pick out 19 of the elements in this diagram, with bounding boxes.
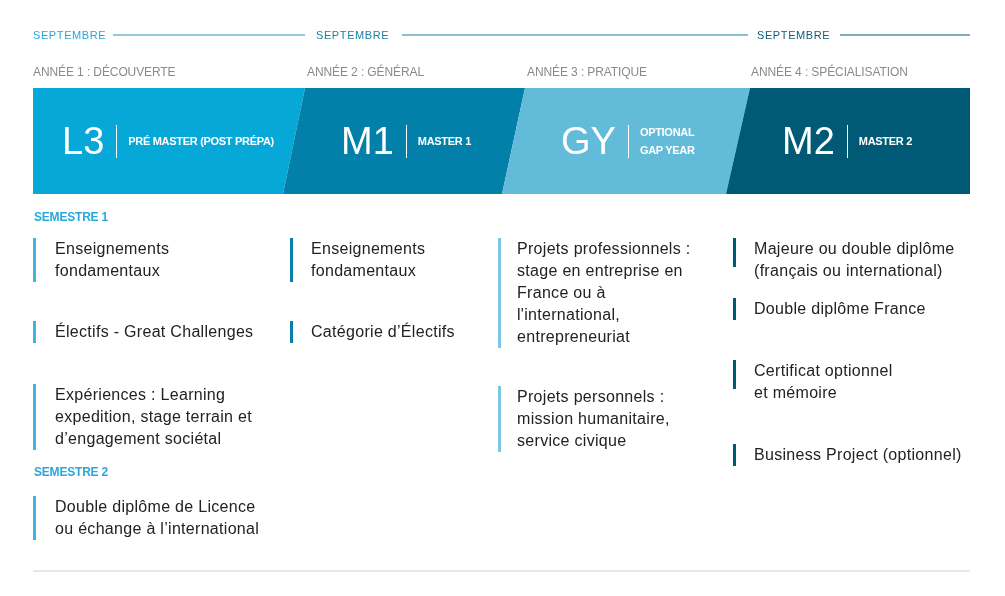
month-label: SEPTEMBRE xyxy=(316,28,390,42)
level-code: GY xyxy=(561,119,616,163)
level-title: MASTER 1 xyxy=(417,134,471,149)
level-code: M2 xyxy=(782,119,835,163)
semester-heading: SEMESTRE 1 xyxy=(34,209,109,225)
level-title: PRÉ MASTER (POST PRÉPA) xyxy=(128,134,274,149)
year-heading: ANNÉE 3 : PRATIQUE xyxy=(527,64,647,80)
program-band-segment xyxy=(726,88,970,194)
semester-heading: SEMESTRE 2 xyxy=(34,464,109,480)
month-label: SEPTEMBRE xyxy=(757,28,831,42)
program-band-segment xyxy=(33,88,305,194)
year-heading: ANNÉE 4 : SPÉCIALISATION xyxy=(751,64,908,80)
level-title: MASTER 2 xyxy=(858,134,912,149)
level-code: M1 xyxy=(341,119,394,163)
month-label: SEPTEMBRE xyxy=(33,28,107,42)
year-heading: ANNÉE 1 : DÉCOUVERTE xyxy=(33,64,176,80)
level-title: OPTIONAL GAP YEAR xyxy=(639,125,696,158)
year-heading: ANNÉE 2 : GÉNÉRAL xyxy=(307,64,424,80)
level-code: L3 xyxy=(62,119,105,163)
